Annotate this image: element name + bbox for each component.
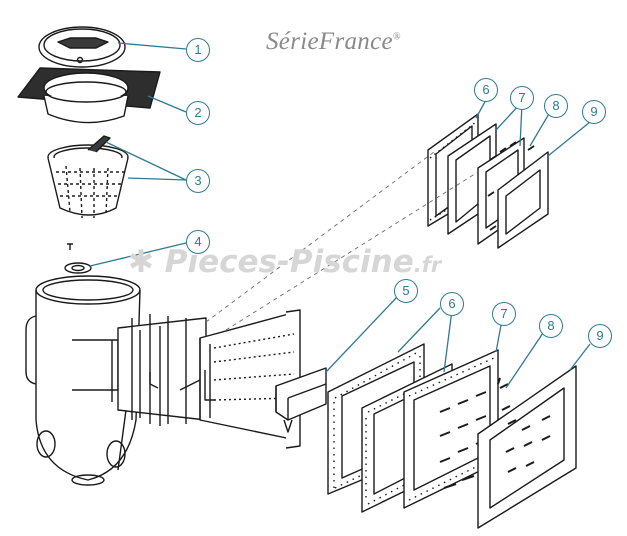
skimmer-float [64,243,92,274]
callout-3: 3 [186,169,210,193]
callout-9: 9 [588,324,612,348]
gear-cross-icon: ✱ [128,244,154,280]
skimmer-basket [47,135,129,219]
callout-8: 8 [539,314,563,338]
skimmer-throat [111,314,207,426]
weir-flap [275,367,327,433]
small-faceplate [497,151,549,249]
callout-9-small: 9 [582,100,606,124]
brand-registered-mark: ® [392,31,401,43]
skimmer-body [25,275,141,486]
brand-prefix: Série [266,28,319,55]
callout-7-small: 7 [510,86,534,110]
callout-4: 4 [186,230,210,254]
skimmer-lid [38,26,126,68]
guide-line [205,151,479,331]
brand-logo: SérieFrance® [266,28,446,68]
callout-2: 2 [186,101,210,125]
watermark-tld: .fr [413,253,442,277]
callout-1: 1 [186,38,210,62]
leader-lines [89,42,591,389]
callout-6-small: 6 [474,78,498,102]
callout-8-small: 8 [544,94,568,118]
watermark: ✱ Pieces-Piscine.fr [128,244,518,288]
callout-7: 7 [492,302,516,326]
callout-6: 6 [440,292,464,316]
callout-5: 5 [394,279,418,303]
brand-suffix: France [318,28,393,55]
front-faceplate [477,365,577,529]
skimmer-collar [17,67,161,124]
